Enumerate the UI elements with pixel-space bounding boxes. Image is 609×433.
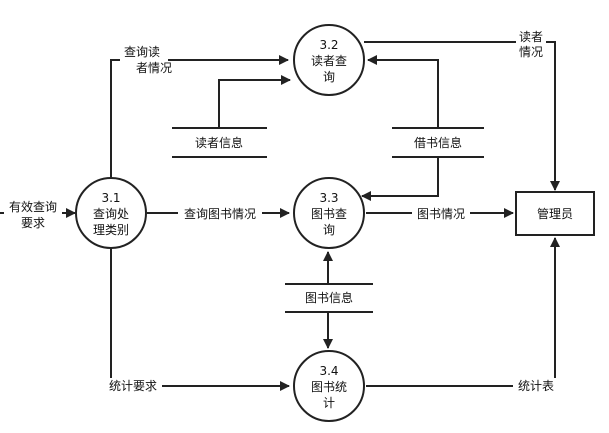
- flow-line-borrow-to-reader-query: [367, 55, 439, 128]
- store-borrow-info-label: 借书信息: [414, 135, 462, 150]
- flow-label-reader-status-1: 读者: [519, 30, 543, 44]
- process-3-2: 3.2 读者查 询: [293, 24, 365, 96]
- entity-admin: 管理员: [515, 191, 595, 236]
- flow-line-borrow-to-book-query: [361, 157, 439, 201]
- process-3-1-line2: 理类别: [93, 223, 129, 237]
- flow-label-book-status: 图书情况: [417, 207, 465, 221]
- process-3-4-line1: 图书统: [311, 380, 347, 394]
- flow-label-query-reader-2: 者情况: [136, 61, 172, 75]
- process-3-1-line1: 查询处: [93, 207, 129, 221]
- process-3-3-line1: 图书查: [311, 207, 347, 221]
- entity-admin-label: 管理员: [537, 206, 573, 221]
- flow-line-stat-request: [110, 246, 290, 391]
- flow-line-reader-status: [364, 41, 560, 191]
- flow-label-stat-table: 统计表: [518, 379, 554, 393]
- flow-label-query-reader-1: 查询读: [124, 45, 160, 59]
- flow-label-stat-request: 统计要求: [109, 379, 157, 393]
- flow-label-valid-query-1: 有效查询: [9, 199, 57, 214]
- flow-line-query-reader: [110, 55, 289, 180]
- process-3-3-number: 3.3: [319, 191, 338, 205]
- flow-label-reader-status-2: 情况: [519, 45, 543, 59]
- process-3-4: 3.4 图书统 计: [293, 350, 365, 422]
- process-3-2-number: 3.2: [319, 38, 338, 52]
- flow-label-valid-query-2: 要求: [21, 216, 45, 230]
- process-3-2-line2: 询: [323, 70, 335, 84]
- store-book-info-label: 图书信息: [305, 290, 353, 305]
- store-book-info: [285, 283, 373, 313]
- process-3-2-line1: 读者查: [311, 54, 347, 68]
- flow-line-reader-info: [218, 75, 291, 128]
- process-3-1: 3.1 查询处 理类别: [75, 177, 147, 249]
- process-3-3: 3.3 图书查 询: [293, 177, 365, 249]
- store-reader-info-label: 读者信息: [195, 135, 243, 150]
- store-borrow-info: [392, 127, 484, 158]
- process-3-1-number: 3.1: [101, 191, 120, 205]
- process-3-4-number: 3.4: [319, 364, 338, 378]
- process-3-3-line2: 询: [323, 223, 335, 237]
- flow-label-query-book: 查询图书情况: [184, 207, 256, 221]
- store-reader-info: [172, 127, 267, 158]
- flow-line-stat-table: [366, 237, 560, 387]
- process-3-4-line2: 计: [323, 396, 335, 410]
